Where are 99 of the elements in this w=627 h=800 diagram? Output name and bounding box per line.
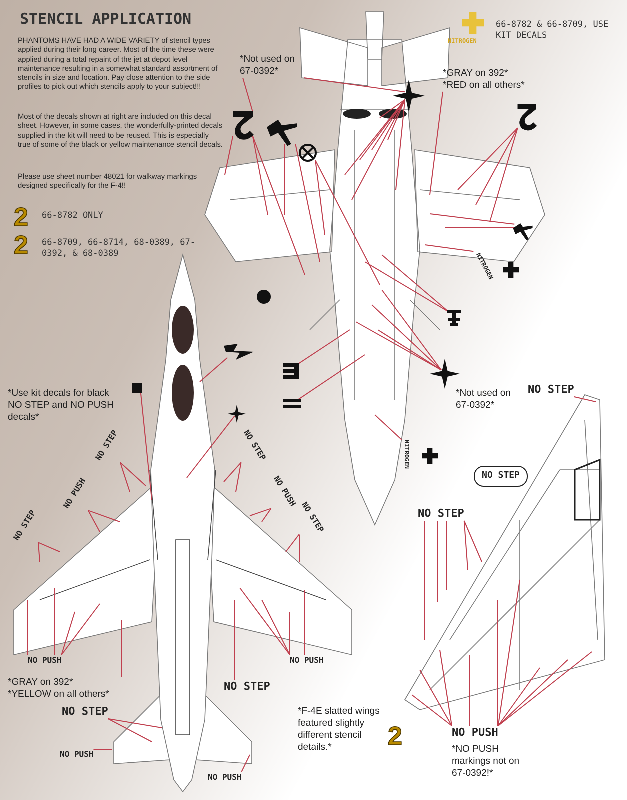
leader-line — [186, 416, 236, 478]
leader-line — [446, 520, 448, 590]
note-text: *Not used on 67-0392* — [240, 54, 304, 78]
leader-line — [242, 78, 254, 112]
hook-icon — [230, 108, 256, 140]
leader-line — [304, 590, 306, 656]
note-text: *F-4E slatted wings featured slightly different stencil details.* — [298, 706, 381, 754]
variant-number: 2 — [14, 231, 28, 259]
leader-line — [61, 612, 76, 656]
stencil-label: NO STEP — [62, 705, 108, 719]
leader-line — [476, 128, 518, 206]
leader-line — [236, 462, 242, 492]
note-text: *GRAY on 392* *RED on all others* — [443, 68, 543, 92]
leader-line — [298, 354, 366, 400]
leader-line — [464, 520, 482, 562]
leader-line — [315, 160, 326, 236]
leader-line — [296, 330, 350, 366]
leader-line — [464, 520, 468, 570]
leader-line — [315, 160, 380, 286]
leader-line — [120, 462, 146, 486]
leader-line — [424, 244, 474, 252]
flag-icon — [512, 222, 534, 242]
note-text: *Not used on 67-0392* — [456, 388, 512, 412]
leader-line — [498, 668, 540, 726]
leader-line — [440, 650, 452, 726]
stencil-label: NO PUSH — [290, 655, 324, 666]
e-symbol-icon — [283, 363, 299, 379]
leader-line — [234, 600, 236, 680]
stencil-label: NO PUSH — [28, 655, 62, 666]
leader-line — [88, 510, 100, 532]
leader-line — [284, 144, 286, 216]
leader-line — [252, 136, 306, 276]
stencil-label: NO STEP — [224, 680, 270, 694]
stencil-label: NO STEP — [528, 383, 574, 397]
leader-line — [108, 718, 152, 742]
serial-text: 66-8709, 66-8714, 68-0389, 67-0392, & 68-0389 — [42, 238, 197, 260]
leader-line — [120, 462, 130, 492]
stencil-label: NO STEP — [418, 507, 464, 521]
leader-line — [372, 99, 406, 150]
leader-line — [382, 290, 442, 371]
leader-line — [412, 694, 452, 726]
leader-line — [240, 588, 290, 656]
leader-line — [364, 262, 450, 312]
lightning-icon — [224, 342, 254, 360]
note-text: *Use kit decals for black NO STEP and NO PUSH decals* — [8, 388, 115, 424]
star-icon — [430, 358, 460, 390]
leader-line — [490, 128, 518, 222]
leader-line — [498, 580, 520, 726]
serial-text: 66-8782 ONLY — [42, 211, 104, 222]
leader-line — [396, 99, 406, 190]
serial-text: 66-8782 & 66-8709, USE KIT DECALS — [496, 20, 610, 42]
leader-line — [140, 391, 152, 500]
leader-line — [574, 396, 596, 402]
star-icon — [228, 405, 246, 423]
star-icon — [393, 80, 425, 112]
leader-line — [295, 144, 320, 262]
leader-line — [360, 99, 406, 160]
square-icon — [132, 383, 142, 393]
leader-line — [378, 330, 442, 371]
leader-line — [224, 136, 234, 176]
leader-line — [304, 78, 406, 93]
stencil-label: NO PUSH — [452, 726, 498, 740]
leader-line — [262, 600, 290, 656]
leader-line — [54, 588, 56, 656]
leader-line — [356, 322, 442, 371]
leader-line — [420, 670, 452, 726]
leader-line — [61, 604, 100, 656]
crossed-circle-icon — [298, 143, 318, 163]
equals-icon — [283, 398, 301, 410]
leader-line — [38, 542, 40, 562]
stencil-label: NO PUSH — [60, 749, 94, 760]
stencil-label: NO PUSH — [208, 772, 242, 783]
note-text: *GRAY on 392* *YELLOW on all others* — [8, 677, 123, 701]
leader-line — [430, 214, 516, 225]
leader-line — [108, 718, 162, 728]
variant-number: 2 — [388, 722, 402, 750]
leader-line — [224, 462, 242, 482]
t-symbol-icon — [447, 310, 461, 326]
leader-line — [380, 99, 406, 118]
leader-line — [430, 92, 444, 196]
leader-line — [372, 304, 442, 371]
variant-number: 2 — [14, 203, 28, 231]
leader-line — [88, 510, 120, 522]
leader-line — [252, 136, 268, 216]
leader-line — [458, 128, 518, 190]
flag-icon — [264, 118, 300, 148]
leader-line — [498, 660, 568, 726]
leader-line — [262, 508, 272, 522]
leader-line — [498, 652, 592, 726]
leader-line — [241, 754, 250, 772]
hexagon-stencil: NO STEP — [474, 466, 528, 487]
leader-line — [38, 542, 60, 552]
leader-line — [424, 520, 426, 640]
note-text: *NO PUSH markings not on 67-0392!* — [452, 744, 521, 780]
title-text: STENCIL APPLICATION — [20, 10, 192, 28]
leader-line — [382, 254, 450, 312]
leader-line — [374, 414, 402, 441]
leader-line — [286, 534, 300, 552]
leader-line — [250, 508, 272, 516]
